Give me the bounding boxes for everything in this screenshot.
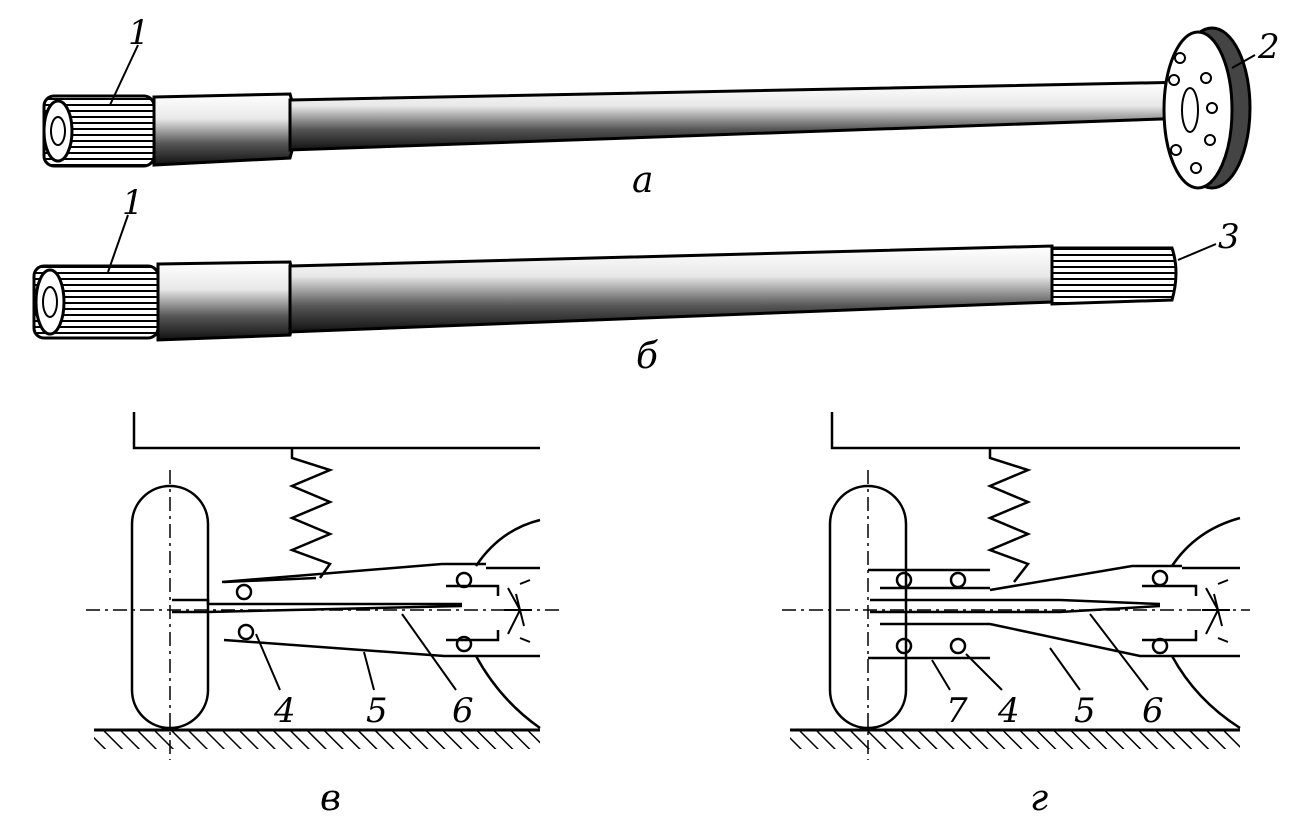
scheme-g-wheel [828,484,908,730]
shaft-a-flange [1162,26,1252,190]
scheme-g-gear [1202,587,1230,635]
scheme-v-wheel [130,484,210,730]
callout-b1: 1 [122,183,144,223]
scheme-v [86,412,560,760]
scheme-g-label-4: 4 [997,691,1020,731]
scheme-g-label-6: 6 [1142,691,1164,731]
scheme-g-bearing [895,637,913,655]
scheme-v-bearing [455,635,473,653]
scheme-v-label-4: 4 [273,691,296,731]
scheme-g-label-5: 5 [1074,691,1096,731]
scheme-v-housing [221,562,486,658]
callout-b3: 3 [1218,217,1240,257]
scheme-v-ground-hatch [94,731,540,749]
scheme-g-bearing [1151,569,1169,587]
scheme-g-bearing [949,637,967,655]
caption-a: а [632,160,653,201]
callout-line-b1 [107,214,129,273]
shaft-a: 1 2 а [42,13,1280,201]
callout-a2: 2 [1257,27,1280,67]
scheme-g-shaft [870,598,1161,614]
scheme-g-sleeve [868,568,990,660]
scheme-g-label-7: 7 [946,691,968,731]
scheme-g [782,412,1250,760]
shaft-a-spline-end [42,94,156,168]
scheme-v-gear [504,587,532,635]
shaft-a-collar [152,92,297,167]
scheme-v-label-5: 5 [366,691,388,731]
callout-line-a1 [109,44,139,106]
caption-b: б [636,336,659,377]
caption-g: г [1030,778,1048,819]
caption-v: в [320,778,341,819]
scheme-g-spring [986,448,1032,583]
scheme-g-ground-hatch [790,731,1240,749]
scheme-g-bearing [895,571,913,589]
scheme-v-bearing [237,623,255,641]
callout-line-a2 [1231,54,1256,69]
shaft-b-spline-tip [1050,246,1178,306]
shaft-b-collar [156,260,297,342]
scheme-g-frame [830,412,1240,450]
scheme-g-diff-housing [1170,516,1241,730]
scheme-v-spring [288,448,334,579]
shaft-a-body [288,80,1192,152]
callout-a1: 1 [128,13,150,53]
scheme-g-housing [989,564,1182,658]
scheme-v-frame [132,412,540,450]
scheme-g-labels: 7 4 5 6 г [946,691,1164,819]
scheme-v-shaft [172,598,463,614]
shaft-b-body [288,244,1054,334]
scheme-v-labels: 4 5 6 в [273,691,474,819]
scheme-v-label-6: 6 [452,691,474,731]
shaft-b: 1 3 б [32,183,1240,377]
scheme-v-bearing [235,583,253,601]
scheme-v-diff-housing [474,518,541,730]
scheme-g-bearing [949,571,967,589]
shaft-b-spline-end [32,264,160,340]
callout-line-b3 [1177,243,1217,261]
